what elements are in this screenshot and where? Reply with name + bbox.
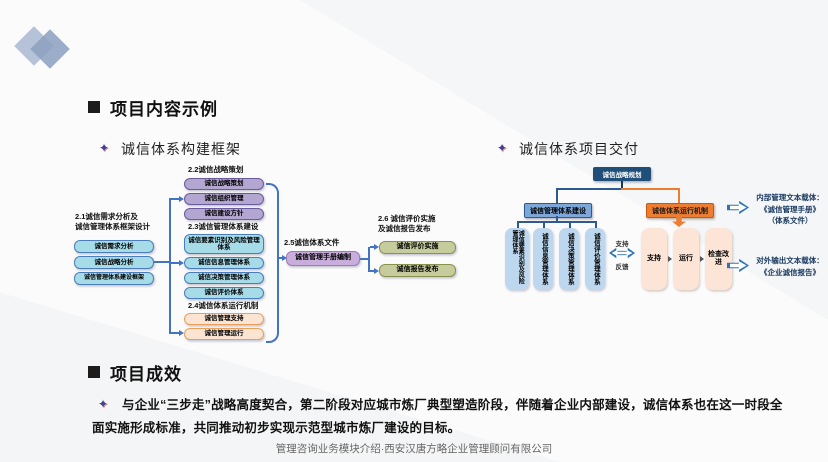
connector-arrow xyxy=(179,196,184,202)
framework-s26-box: 诚信报告发布 xyxy=(379,264,456,277)
delivery-run-box: 支持 xyxy=(641,228,667,290)
framework-s25-header: 2.5诚信体系文件 xyxy=(284,238,340,247)
connector-line xyxy=(543,221,545,228)
down-arrow-icon xyxy=(672,216,686,227)
framework-s26-box: 诚信评价实施 xyxy=(379,241,456,254)
connector-line xyxy=(169,198,171,334)
connector-line xyxy=(370,246,375,248)
framework-s23-box: 诚信要素识别及风险管理体系 xyxy=(184,234,264,254)
delivery-system-box: 诚信决策管理体系 xyxy=(559,228,579,290)
connector-line xyxy=(556,188,622,190)
framework-s23-box: 诚信决策管理体系 xyxy=(184,272,264,284)
framework-s22-box: 诚信建设方针 xyxy=(184,208,264,220)
results-star-icon: ✦ xyxy=(98,397,109,411)
framework-title: 诚信体系构建框架 xyxy=(121,141,241,157)
double-arrow-icon xyxy=(609,247,635,259)
connector-line xyxy=(154,261,170,263)
framework-s25-box: 诚信管理手册编制 xyxy=(286,251,360,266)
framework-star-icon: ✦ xyxy=(99,141,110,155)
connector-line xyxy=(517,221,519,228)
connector-line xyxy=(370,270,375,272)
delivery-root-box: 诚信战略规划 xyxy=(593,167,651,181)
connector-arrow xyxy=(374,268,379,274)
connector-line xyxy=(368,247,370,272)
framework-s21-box: 诚信管理体系建设框架 xyxy=(74,272,154,285)
connector-line xyxy=(360,258,369,260)
framework-s23-header: 2.3诚信管理体系建设 xyxy=(188,222,259,231)
framework-s22-header: 2.2诚信战略策划 xyxy=(188,165,244,174)
framework-s21-box: 诚信战略分析 xyxy=(74,256,154,269)
delivery-system-box: 诚信要素识别及风险管理体系 xyxy=(505,228,529,290)
delivery-output-text: 对外输出文本载体： 《企业诚信报告》 xyxy=(756,256,824,277)
connector-bracket xyxy=(266,183,279,343)
framework-s24-box: 诚信管理支持 xyxy=(184,313,264,325)
delivery-run-box: 检查改进 xyxy=(705,228,732,290)
framework-s22-box: 诚信组织管理 xyxy=(184,193,264,205)
output-arrow-icon xyxy=(727,258,749,273)
connector-line xyxy=(556,216,558,222)
delivery-system-box: 诚信评价管理体系 xyxy=(585,228,605,290)
flow-arrow xyxy=(668,256,672,262)
connector-line xyxy=(569,221,571,228)
output-arrow-icon xyxy=(727,200,749,215)
framework-s23-box: 诚信评价体系 xyxy=(184,287,264,299)
section2-title: 项目成效 xyxy=(110,365,182,384)
delivery-output-text: 内部管理文本载体： 《诚信管理手册》 （体系文件） xyxy=(756,193,824,226)
delivery-title: 诚信体系项目交付 xyxy=(519,141,639,157)
exchange-bottom-label: 反馈 xyxy=(615,264,629,271)
connector-line xyxy=(556,188,558,203)
delivery-run-box: 运行 xyxy=(673,228,699,290)
delivery-star-icon: ✦ xyxy=(497,141,508,155)
framework-s23-box: 诚信信息管理体系 xyxy=(184,257,264,269)
connector-line xyxy=(621,188,679,190)
framework-s22-box: 诚信战略策划 xyxy=(184,178,264,190)
connector-line xyxy=(517,221,597,223)
flow-arrow xyxy=(700,256,704,262)
connector-arrow xyxy=(179,330,184,336)
connector-line xyxy=(621,181,623,189)
section2-bullet-icon xyxy=(88,366,100,378)
connector-arrow xyxy=(179,260,184,266)
connector-line xyxy=(595,221,597,228)
framework-s21-box: 诚信需求分析 xyxy=(74,240,154,253)
connector-line xyxy=(171,198,179,200)
connector-line xyxy=(678,188,680,203)
connector-line xyxy=(171,262,179,264)
connector-arrow xyxy=(374,244,379,250)
framework-s24-box: 诚信管理运行 xyxy=(184,328,264,340)
framework-s24-header: 2.4诚信体系运行机制 xyxy=(188,301,259,310)
framework-s21-header: 2.1诚信需求分析及 诚信管理体系框架设计 xyxy=(75,212,150,232)
framework-s26-header: 2.6 诚信评价实施 及诚信报告发布 xyxy=(378,214,436,234)
section1-title: 项目内容示例 xyxy=(110,100,218,119)
connector-line xyxy=(171,332,179,334)
exchange-top-label: 支持 xyxy=(615,241,629,248)
slide-footer: 管理咨询业务模块介绍·西安汉唐方略企业管理顾问有限公司 xyxy=(275,443,553,455)
section1-bullet-icon xyxy=(88,101,100,113)
delivery-system-box: 诚信信息管理体系 xyxy=(533,228,553,290)
connector-arrow xyxy=(282,255,287,261)
results-paragraph: 与企业“三步走”战略高度契合，第二阶段对应城市炼厂典型塑造阶段，伴随着企业内部建… xyxy=(92,398,783,435)
delivery-left-branch-box: 诚信管理体系建设 xyxy=(524,203,592,218)
connector-line xyxy=(277,257,283,259)
